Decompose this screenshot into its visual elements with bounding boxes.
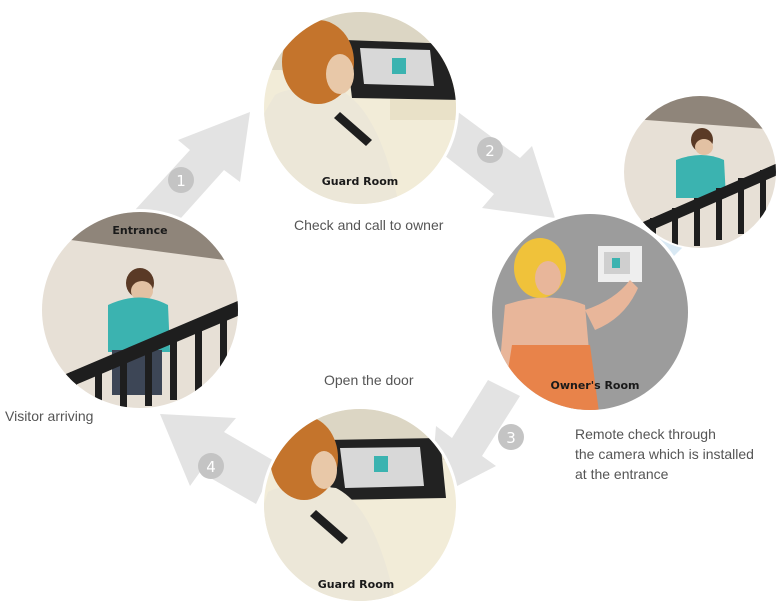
circle-label: Guard Room	[322, 175, 398, 188]
caption-check-call: Check and call to owner	[294, 217, 444, 233]
step-number: 4	[206, 458, 216, 476]
caption-remote-check-line: the camera which is installed	[575, 446, 754, 462]
arrow-1	[135, 112, 250, 228]
guard-room-top-node: Guard Room	[261, 9, 459, 207]
visitor-camera-view-illustration	[624, 96, 776, 248]
circle-label: Guard Room	[318, 578, 394, 591]
step-number: 3	[506, 429, 516, 447]
step-badge-1: 1	[168, 167, 194, 193]
caption-remote-check-line: at the entrance	[575, 466, 669, 482]
arrow-2	[440, 112, 555, 218]
guard-room-bottom-node: Guard Room	[261, 406, 459, 604]
entrance-node: Entrance	[39, 209, 241, 411]
caption-remote-check: Remote check through the camera which is…	[575, 424, 754, 484]
caption-open-door: Open the door	[324, 372, 414, 388]
circle-label: Entrance	[112, 224, 167, 237]
step-number: 1	[176, 172, 186, 190]
step-badge-4: 4	[198, 453, 224, 479]
caption-visitor-arriving: Visitor arriving	[5, 408, 94, 424]
circle-label: Owner's Room	[550, 379, 639, 392]
step-badge-3: 3	[498, 424, 524, 450]
caption-remote-check-line: Remote check through	[575, 426, 716, 442]
step-badge-2: 2	[477, 137, 503, 163]
visitor-at-gate-illustration	[42, 212, 238, 408]
camera-view-inset	[622, 94, 778, 250]
step-number: 2	[485, 142, 495, 160]
guard-with-intercom-illustration	[264, 12, 456, 204]
